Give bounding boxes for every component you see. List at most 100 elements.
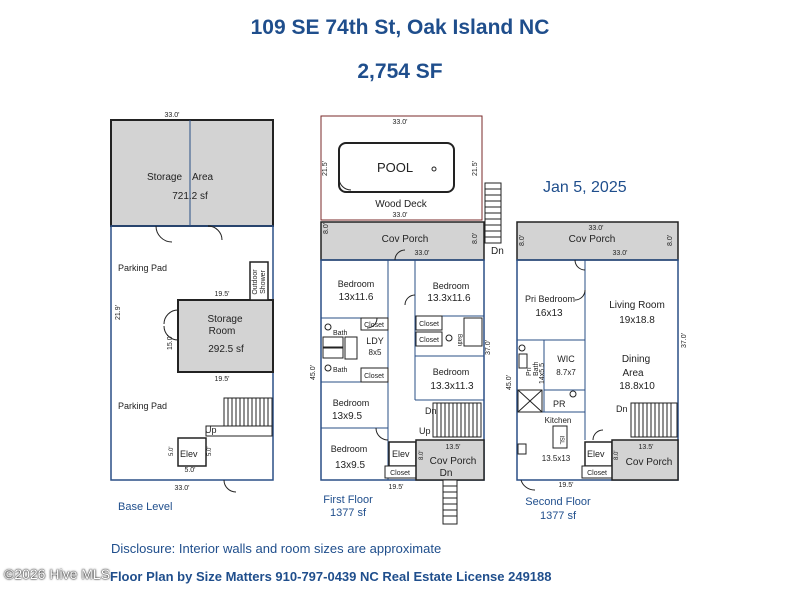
closet-label: Closet xyxy=(419,337,439,344)
pri-bath-size: 14x5.5 xyxy=(539,363,546,384)
dim-label: 33.0' xyxy=(613,250,628,257)
dining-label: Dining xyxy=(622,354,650,365)
storage-area-sf: 721.2 sf xyxy=(172,191,208,202)
dim-label: 33.0' xyxy=(393,119,408,126)
first-floor-plan xyxy=(320,115,502,525)
pri-bedroom-size: 16x13 xyxy=(535,308,563,319)
first-floor-labels: 33.0' POOL 21.5' 21.5' Wood Deck 33.0' C… xyxy=(310,119,504,491)
dim-label: 33.0' xyxy=(175,485,190,492)
dim-label: 33.0' xyxy=(415,250,430,257)
storage-room-sf: 292.5 sf xyxy=(208,344,244,355)
dim-label: 5.0' xyxy=(207,447,213,457)
outdoor-shower xyxy=(249,261,269,301)
elevator-label: Elev xyxy=(392,449,410,459)
interior-stairs xyxy=(630,402,678,438)
kitchen-label: Kitchen xyxy=(545,416,572,425)
washer xyxy=(322,336,344,348)
island-label: ISL xyxy=(558,435,564,445)
elevator-label: Elev xyxy=(180,449,198,459)
closet xyxy=(415,315,443,331)
toilet xyxy=(518,344,526,352)
bedroom-label: Bedroom xyxy=(331,444,368,454)
bedroom-size: 13.3x11.3 xyxy=(430,381,474,392)
living-room-size: 19x18.8 xyxy=(619,315,655,326)
stairs-up-label: Up xyxy=(205,425,217,435)
stove xyxy=(517,443,527,455)
dim-label: 33.0' xyxy=(165,112,180,119)
dryer xyxy=(322,347,344,359)
living-room-label: Living Room xyxy=(609,300,665,311)
closet xyxy=(360,367,389,383)
laundry-label: LDY xyxy=(366,336,384,346)
disclosure-text: Disclosure: Interior walls and room size… xyxy=(111,541,442,556)
elevator-label: Elev xyxy=(587,449,605,459)
dim-label: 5.0' xyxy=(169,447,175,457)
toilet xyxy=(569,390,577,398)
storage-area xyxy=(110,119,274,227)
bedroom-size: 13x11.6 xyxy=(339,292,374,303)
stairs-down-label: Dn xyxy=(491,246,504,257)
dim-label: 21.9' xyxy=(115,305,122,320)
storage-room-label: Storage xyxy=(207,314,242,325)
dim-label: 19.5' xyxy=(215,376,230,383)
dining-size: 18.8x10 xyxy=(619,381,655,392)
dim-label: 33.0' xyxy=(589,225,604,232)
dim-label: 33.0' xyxy=(393,212,408,219)
closet-label: Closet xyxy=(419,321,439,328)
laundry-size: 8x5 xyxy=(369,348,382,357)
powder-room-label: PR xyxy=(553,399,566,409)
dim-label: 8.0' xyxy=(614,451,620,461)
pri-bath-label: Pri xyxy=(526,367,533,376)
dim-label: 8.0' xyxy=(323,223,330,234)
plan-date: Jan 5, 2025 xyxy=(543,179,627,196)
base-level-caption: Base Level xyxy=(118,501,173,513)
second-floor-sf: 1377 sf xyxy=(539,510,577,522)
closet-label: Closet xyxy=(364,373,384,380)
dining-label: Area xyxy=(622,368,644,379)
toilet xyxy=(324,364,332,372)
kitchen-size: 13.5x13 xyxy=(542,454,571,463)
dim-label: 13.5' xyxy=(639,444,654,451)
pri-bedroom-label: Pri Bedroom xyxy=(525,294,575,304)
storage-room-label: Room xyxy=(209,326,236,337)
bathtub xyxy=(463,317,483,347)
first-floor-caption: First Floor xyxy=(323,494,373,506)
bedroom-label: Bedroom xyxy=(338,279,375,289)
wood-deck-label: Wood Deck xyxy=(375,199,428,210)
covered-porch xyxy=(516,221,679,261)
wic-label: WIC xyxy=(557,354,575,364)
dim-label: 15.0' xyxy=(167,335,174,350)
first-floor-outline xyxy=(320,259,485,481)
toilet xyxy=(445,334,453,342)
bath-label: Bath xyxy=(333,330,348,337)
dim-label: 45.0' xyxy=(506,375,513,390)
rear-exterior-stairs xyxy=(442,479,458,525)
parking-pad-label: Parking Pad xyxy=(118,263,167,273)
dim-label: 8.0' xyxy=(419,451,425,461)
bedroom-label: Bedroom xyxy=(433,367,470,377)
stairs-up-label: Up xyxy=(419,426,431,436)
second-floor-caption: Second Floor xyxy=(525,496,591,508)
outdoor-shower-label: Shower xyxy=(260,269,267,293)
wood-deck xyxy=(320,115,483,221)
dim-label: 19.5' xyxy=(559,482,574,489)
elevator xyxy=(177,437,207,467)
first-floor-sf: 1377 sf xyxy=(329,507,367,519)
kitchen-island xyxy=(552,425,568,449)
interior-stairs xyxy=(432,402,482,438)
stairs-down-label: Dn xyxy=(440,468,453,479)
cov-porch-label: Cov Porch xyxy=(626,457,673,468)
dim-label: 8.0' xyxy=(472,233,479,244)
cov-porch-label: Cov Porch xyxy=(569,234,616,245)
pool xyxy=(338,142,455,193)
base-level-plan xyxy=(110,119,274,493)
parking-pad-label: Parking Pad xyxy=(118,401,167,411)
dim-label: 8.0' xyxy=(519,235,526,246)
second-floor-outline xyxy=(516,259,679,481)
toilet xyxy=(324,323,332,331)
dim-label: 19.5' xyxy=(215,291,230,298)
exterior-stairs xyxy=(484,182,502,244)
footer-credit: Floor Plan by Size Matters 910-797-0439 … xyxy=(110,569,552,584)
dim-label: 37.0' xyxy=(485,340,492,355)
dim-label: 13.5' xyxy=(446,444,461,451)
